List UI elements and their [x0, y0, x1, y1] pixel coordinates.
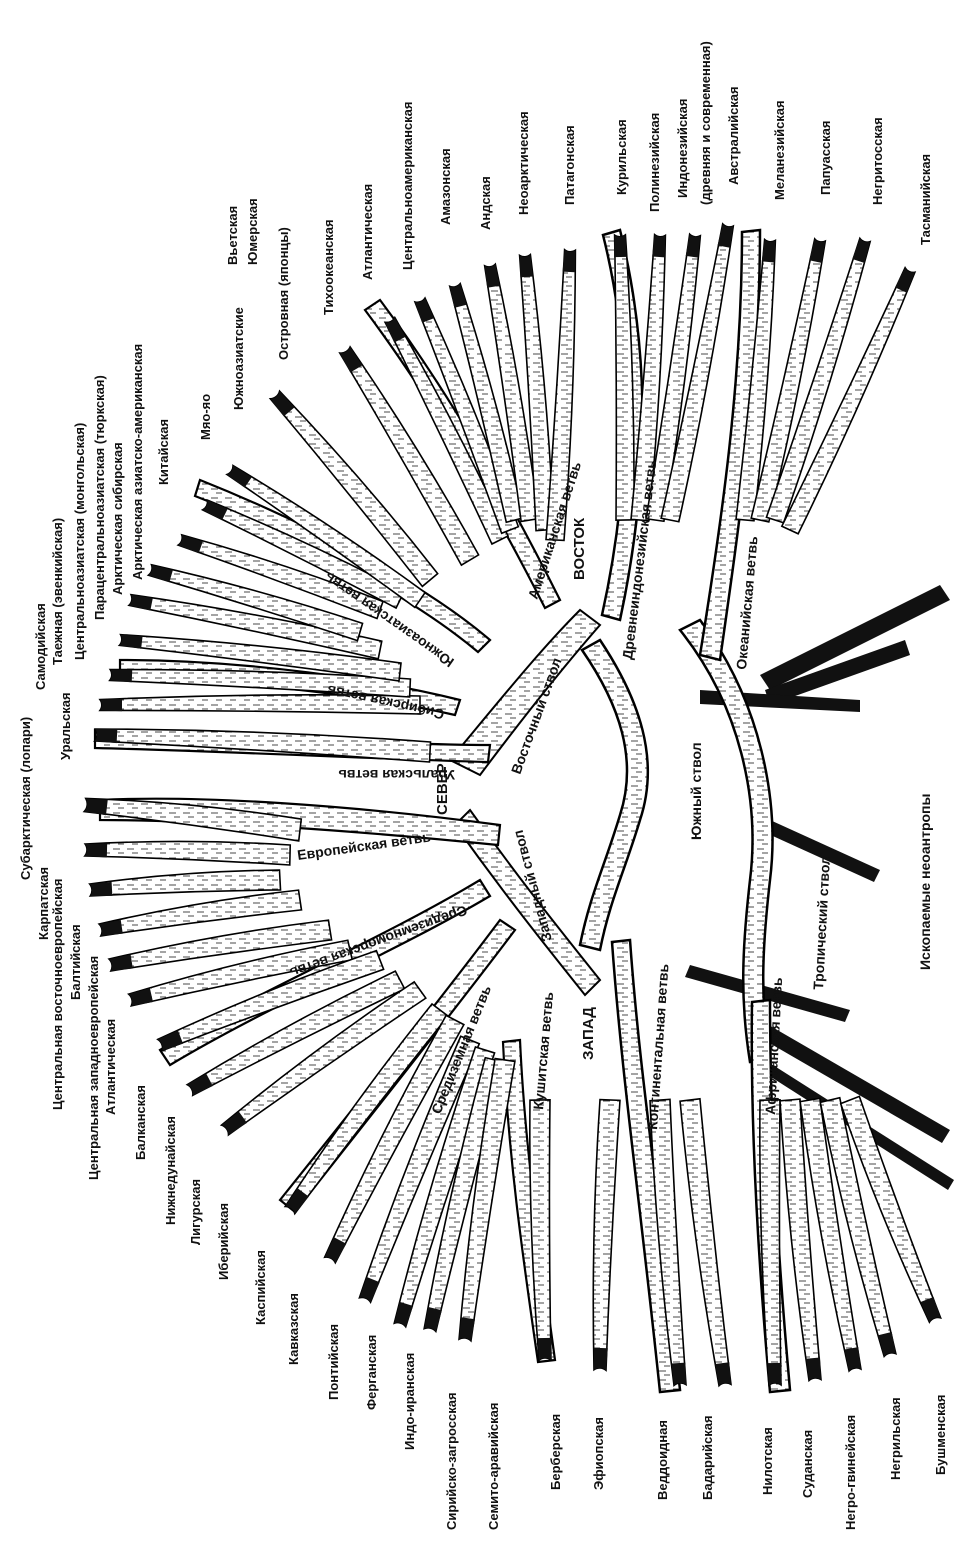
- leaf-label: Неоарктическая: [516, 111, 531, 215]
- leaf-label: Балканская: [133, 1085, 148, 1160]
- leaf-label: Бадарийская: [700, 1415, 715, 1500]
- twig-tip: [671, 1363, 686, 1386]
- twig: [90, 870, 281, 896]
- leaf-label: Индо-иранская: [402, 1353, 417, 1450]
- twig-tip: [129, 988, 153, 1006]
- leaf-label: Парацентральноазиатская (тюркская): [92, 375, 107, 620]
- leaf-label: Бушменская: [933, 1395, 948, 1476]
- twig-tip: [768, 1363, 782, 1385]
- leaf-label: Атлантическая: [360, 184, 375, 280]
- leaf-label: Центральная восточноевропейская: [50, 878, 65, 1110]
- twig-tip: [459, 1317, 475, 1341]
- twig-tip: [686, 234, 701, 257]
- leaf-label: Мяо-яо: [198, 394, 213, 440]
- leaf-label: Нижнедунайская: [163, 1116, 178, 1225]
- leaf-label: Южноазиатские: [231, 307, 246, 410]
- twig-tip: [119, 635, 142, 649]
- leaf-label: Центральная западноевропейская: [86, 956, 101, 1180]
- leaf-label: Вьетская: [225, 206, 240, 265]
- twig: [760, 1100, 781, 1385]
- leaf-label: Семито-аравийская: [486, 1403, 501, 1530]
- leaf-label: Карпатская: [36, 867, 51, 940]
- leaf-label: Кавказская: [286, 1293, 301, 1365]
- leaf-label: Эфиопская: [591, 1417, 606, 1490]
- leaf-label: Веддоидная: [655, 1420, 670, 1500]
- twig-tip: [100, 699, 122, 712]
- leaf-label: Субарктическая (лопари): [18, 717, 33, 880]
- leaf-label: Амазонская: [438, 148, 453, 225]
- leaf-label: Нилотская: [760, 1427, 775, 1495]
- leaf-label: Патагонская: [562, 125, 577, 205]
- twig-tip: [90, 882, 113, 896]
- twig-tip: [594, 1348, 608, 1370]
- leaf-label: Арктическая азиатско-американская: [130, 344, 145, 580]
- leaf-label: Полинезийская: [647, 113, 662, 212]
- twig-tip: [110, 670, 132, 683]
- leaf-label: Суданская: [800, 1430, 815, 1498]
- twig-tip: [538, 1338, 552, 1360]
- leaf-label: (древняя и современная): [698, 41, 713, 205]
- twig-tip: [614, 235, 627, 257]
- twig-tip: [878, 1332, 896, 1356]
- twig: [680, 1099, 731, 1386]
- leaf-label: Негритосская: [870, 117, 885, 205]
- leaf-label: Атлантическая: [103, 1019, 118, 1115]
- leaf-label: Австралийская: [726, 86, 741, 185]
- leaf-label: Таежная (эвенкийская): [50, 518, 65, 665]
- leaf-label: Центральноамериканская: [400, 102, 415, 270]
- leaf-label: Уральская: [58, 692, 73, 760]
- direction-west: ЗАПАД: [580, 1007, 597, 1060]
- leaf-label: Понтийская: [326, 1324, 341, 1400]
- leaf-label: Китайская: [156, 419, 171, 485]
- leaf-label: Каспийская: [253, 1250, 268, 1325]
- twig: [593, 1100, 620, 1371]
- leaf-label: Курильская: [614, 119, 629, 195]
- leaf-label: Тихоокеанская: [321, 219, 336, 315]
- direction-north: СЕВЕР: [434, 763, 451, 815]
- leaf-label: Самодийская: [33, 603, 48, 690]
- leaf-label: Папуасская: [818, 121, 833, 196]
- twig-tip: [95, 729, 118, 743]
- leaf-label: Берберская: [548, 1414, 563, 1490]
- twig-tip: [148, 565, 172, 582]
- leaf-label: Тасманийская: [918, 154, 933, 245]
- leaf-label: Негрильская: [888, 1397, 903, 1480]
- leaf-label: Лигурская: [188, 1179, 203, 1245]
- twig-tip: [109, 955, 133, 971]
- leaf-label: Юмерская: [245, 198, 260, 265]
- branch-label-oceanic: Океанийская ветвь: [733, 535, 761, 670]
- leaf-label: Центральноазиатская (монгольская): [72, 423, 87, 660]
- leaf-label: Андская: [478, 176, 493, 230]
- twig: [85, 841, 290, 865]
- twig-tip: [99, 920, 123, 936]
- leaf-label: Островная (японцы): [276, 227, 291, 360]
- leaf-label: Ферганская: [364, 1335, 379, 1410]
- branch-label-kushitic: Кушитская ветвь: [530, 991, 556, 1110]
- leaf-label: Сирийско-загросская: [444, 1392, 459, 1530]
- trunk-label-tropical: Тропический ствол: [810, 856, 833, 991]
- leaf-label: Негро-гвинейская: [843, 1415, 858, 1530]
- twig-tip: [563, 250, 576, 273]
- leaf-label: Иберийская: [216, 1203, 231, 1280]
- leaf-label: Арктическая сибирская: [110, 442, 125, 595]
- leaf-label: Индонезийская: [675, 99, 690, 198]
- leaf-label: Балтийская: [68, 924, 83, 1000]
- leaf-label: Меланезийская: [772, 100, 787, 200]
- twig-tip: [85, 844, 107, 858]
- twig-tip: [844, 1347, 860, 1371]
- trunk-label-south: Южный ствол: [688, 742, 704, 840]
- twig-tip: [485, 264, 500, 288]
- direction-east: ВОСТОК: [571, 517, 588, 580]
- fossil-neoanthropes-label: Ископаемые неоантропы: [917, 794, 933, 970]
